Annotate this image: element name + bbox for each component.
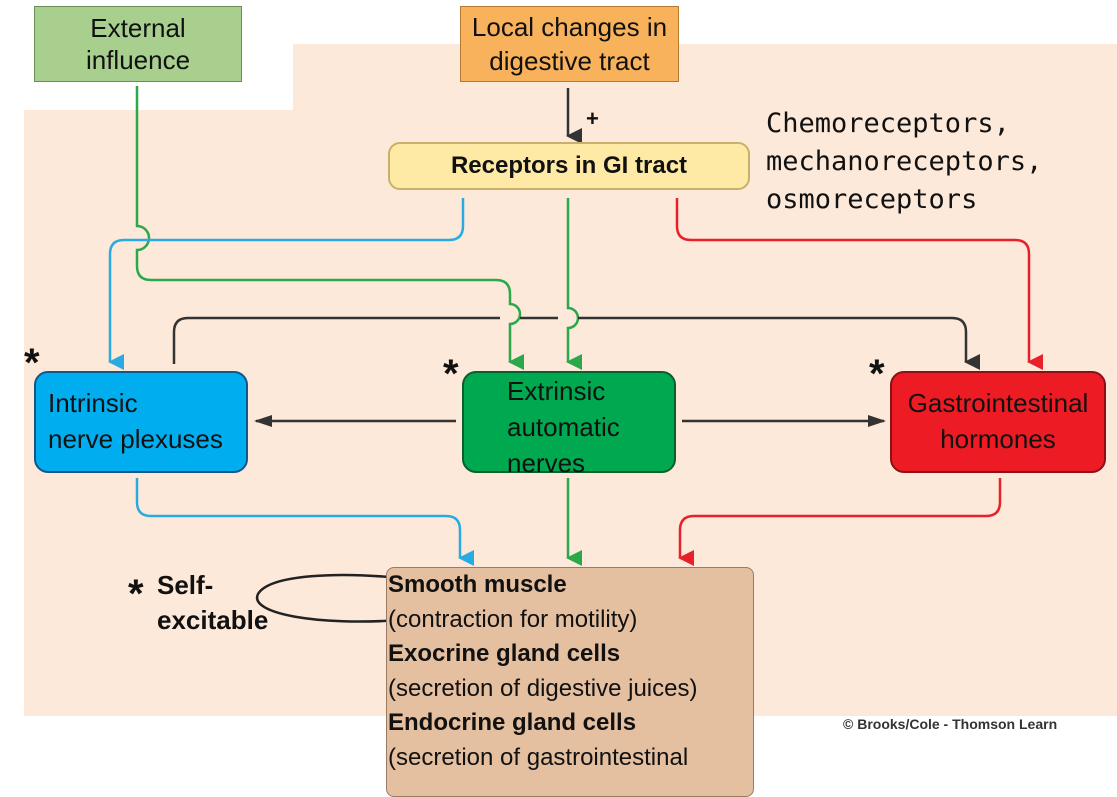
connector-layer xyxy=(108,86,1043,623)
external-line-2: influence xyxy=(85,45,191,75)
external-line-1: External xyxy=(90,13,186,43)
receptors-box: Receptors in GI tract xyxy=(388,142,750,190)
local-line-2: digestive tract xyxy=(489,46,650,76)
hormones-line-2: hormones xyxy=(940,424,1056,454)
arrow-intrinsic-to-effectors xyxy=(135,478,474,566)
smooth-muscle-desc: (contraction for motility) xyxy=(388,605,638,633)
intrinsic-nerve-plexuses-box: Intrinsic nerve plexuses xyxy=(34,371,248,473)
extrinsic-line-1: Extrinsic xyxy=(507,376,606,406)
arrow-external-to-extrinsic xyxy=(135,86,524,370)
extrinsic-line-3: nerves xyxy=(507,448,586,478)
self-excitable-line-2: excitable xyxy=(157,605,269,635)
self-excitable-line-1: Self- xyxy=(157,570,214,600)
exocrine-desc: (secretion of digestive juices) xyxy=(388,674,698,702)
asterisk-hormones: * xyxy=(869,352,885,396)
arrow-receptors-to-hormones xyxy=(675,198,1043,370)
self-excitable-label: Self- excitable xyxy=(157,568,268,638)
receptor-type-1: Chemoreceptors, xyxy=(766,108,1010,139)
extrinsic-line-2: automatic xyxy=(507,412,620,442)
plus-sign: + xyxy=(586,106,599,131)
arrow-hormones-to-effectors xyxy=(678,478,1002,566)
copyright-notice: © Brooks/Cole - Thomson Learn xyxy=(843,716,1058,732)
extrinsic-automatic-nerves-box: Extrinsic automatic nerves xyxy=(462,371,676,478)
exocrine-title: Exocrine gland cells xyxy=(388,640,621,667)
self-excitable-loop xyxy=(255,573,401,623)
receptors-label: Receptors in GI tract xyxy=(450,152,688,179)
asterisk-extrinsic: * xyxy=(443,352,459,396)
receptor-types-label: Chemoreceptors, mechanoreceptors, osmore… xyxy=(766,105,1042,219)
intrinsic-line-1: Intrinsic xyxy=(48,388,138,418)
hormones-line-1: Gastrointestinal xyxy=(907,388,1089,418)
local-changes-box: Local changes in digestive tract xyxy=(460,6,679,82)
smooth-muscle-title: Smooth muscle xyxy=(388,571,567,598)
effector-cells-box: Smooth muscle (contraction for motility)… xyxy=(386,567,754,797)
endocrine-desc: (secretion of gastrointestinal xyxy=(388,743,689,771)
receptor-type-2: mechanoreceptors, xyxy=(766,146,1043,177)
arrow-receptors-to-extrinsic xyxy=(566,198,582,370)
gastrointestinal-hormones-box: Gastrointestinal hormones xyxy=(890,371,1106,473)
receptor-type-3: osmoreceptors xyxy=(766,184,978,215)
endocrine-title: Endocrine gland cells xyxy=(388,709,637,736)
asterisk-intrinsic: * xyxy=(24,341,40,385)
external-influence-box: External influence xyxy=(34,6,242,82)
local-line-1: Local changes in xyxy=(471,12,668,42)
arrow-receptors-to-intrinsic xyxy=(108,198,465,370)
asterisk-self-excitable: * xyxy=(128,572,144,616)
intrinsic-line-2: nerve plexuses xyxy=(48,424,223,454)
arrow-intrinsic-to-hormones xyxy=(172,316,966,364)
